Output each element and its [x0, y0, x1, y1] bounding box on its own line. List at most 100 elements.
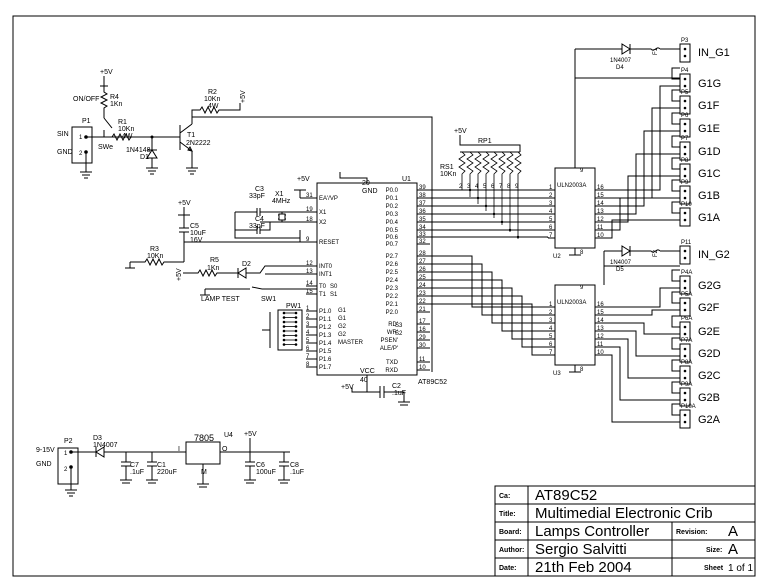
svg-text:R5: R5: [210, 257, 219, 264]
svg-text:Board:: Board:: [499, 529, 522, 536]
svg-text:.1uF: .1uF: [290, 469, 304, 476]
svg-text:11: 11: [597, 225, 604, 231]
svg-text:T0: T0: [319, 284, 327, 290]
size-value: A: [728, 541, 738, 558]
svg-text:2: 2: [459, 184, 463, 190]
mcu-pin-ale-p-: ALE/P'30: [380, 343, 430, 352]
svg-text:6: 6: [549, 342, 553, 348]
svg-text:12: 12: [597, 217, 604, 223]
mcu-pin-wr-: WR'16: [387, 327, 430, 336]
svg-text:D2: D2: [242, 261, 251, 268]
svg-text:9: 9: [515, 184, 519, 190]
svg-text:10Kn: 10Kn: [118, 126, 134, 133]
svg-text:13: 13: [306, 269, 313, 275]
svg-text:P1.4: P1.4: [319, 341, 332, 347]
svg-text:R4: R4: [110, 94, 119, 101]
svg-text:P2.4: P2.4: [386, 278, 399, 284]
svg-text:+5V: +5V: [240, 90, 247, 103]
onoff-label: ON/OFF: [73, 96, 99, 103]
svg-text:13: 13: [597, 209, 604, 215]
svg-text:4: 4: [475, 184, 479, 190]
svg-text:P1.5: P1.5: [319, 349, 332, 355]
svg-text:14: 14: [306, 281, 313, 287]
board-value: Lamps Controller: [535, 523, 649, 540]
svg-text:16: 16: [597, 302, 604, 308]
connector-label-g2c: G2C: [698, 370, 721, 382]
svg-text:P2.6: P2.6: [386, 262, 399, 268]
svg-text:P8A: P8A: [681, 360, 692, 366]
p1-pin1-label: SIN: [57, 131, 69, 138]
svg-text:P0.4: P0.4: [386, 220, 399, 226]
svg-text:14: 14: [597, 318, 604, 324]
connector-label-g1g: G1G: [698, 78, 721, 90]
svg-text:4MHz: 4MHz: [272, 198, 291, 205]
p1-pin2-label: GND: [57, 149, 73, 156]
svg-text:15: 15: [597, 193, 604, 199]
svg-text:P8: P8: [681, 158, 689, 164]
svg-text:2N2222: 2N2222: [186, 140, 211, 147]
connector-label-g1c: G1C: [698, 168, 721, 180]
rp1-resistor: 2: [458, 151, 466, 190]
svg-text:31: 31: [306, 193, 313, 199]
svg-text:4: 4: [549, 326, 553, 332]
svg-text:P2.2: P2.2: [386, 294, 399, 300]
svg-text:X1: X1: [275, 191, 284, 198]
svg-text:GND: GND: [36, 461, 52, 468]
svg-text:7805: 7805: [194, 433, 214, 443]
svg-text:1Kn: 1Kn: [110, 101, 123, 108]
svg-text:17: 17: [419, 319, 426, 325]
svg-text:35: 35: [419, 217, 426, 223]
reset-circuit: +5V C5 10uF 16V R3 10Kn +5V R5 1Kn D2 LA…: [125, 200, 317, 303]
svg-text:T1: T1: [319, 292, 327, 298]
svg-text:2: 2: [64, 467, 68, 473]
mcu-part: AT89C52: [418, 379, 447, 386]
connector-label-g1a: G1A: [698, 212, 721, 224]
svg-text:+5V: +5V: [341, 384, 354, 391]
svg-text:8: 8: [580, 250, 584, 256]
svg-text:D4: D4: [616, 65, 624, 71]
revision-value: A: [728, 523, 738, 540]
svg-text:P2.5: P2.5: [386, 270, 399, 276]
svg-text:G2: G2: [338, 324, 347, 330]
svg-text:INT0: INT0: [319, 264, 333, 270]
svg-text:P11: P11: [681, 240, 692, 246]
svg-text:36: 36: [419, 209, 426, 215]
svg-text:R1: R1: [118, 119, 127, 126]
svg-text:5: 5: [306, 338, 310, 344]
svg-text:P2.7: P2.7: [386, 254, 399, 260]
mcu-ref: U1: [402, 176, 411, 183]
svg-text:2: 2: [79, 151, 83, 157]
svg-text:Revision:: Revision:: [676, 529, 708, 536]
svg-text:8: 8: [507, 184, 511, 190]
svg-text:+5V: +5V: [178, 200, 191, 207]
svg-text:P5: P5: [681, 90, 689, 96]
title-value: Multimedial Electronic Crib: [535, 505, 713, 522]
svg-text:Author:: Author:: [499, 547, 524, 554]
svg-text:15: 15: [306, 289, 313, 295]
svg-text:ULN2003A: ULN2003A: [557, 300, 586, 306]
svg-text:18: 18: [306, 217, 313, 223]
pw1-switch: PW1: [262, 303, 303, 351]
svg-text:P2: P2: [64, 438, 73, 445]
svg-text:+5V: +5V: [176, 268, 183, 281]
svg-text:5: 5: [549, 217, 553, 223]
svg-text:RESET: RESET: [319, 240, 339, 246]
svg-text:C8: C8: [290, 462, 299, 469]
svg-text:P1.0: P1.0: [319, 309, 332, 315]
svg-text:P0.7: P0.7: [386, 242, 399, 248]
